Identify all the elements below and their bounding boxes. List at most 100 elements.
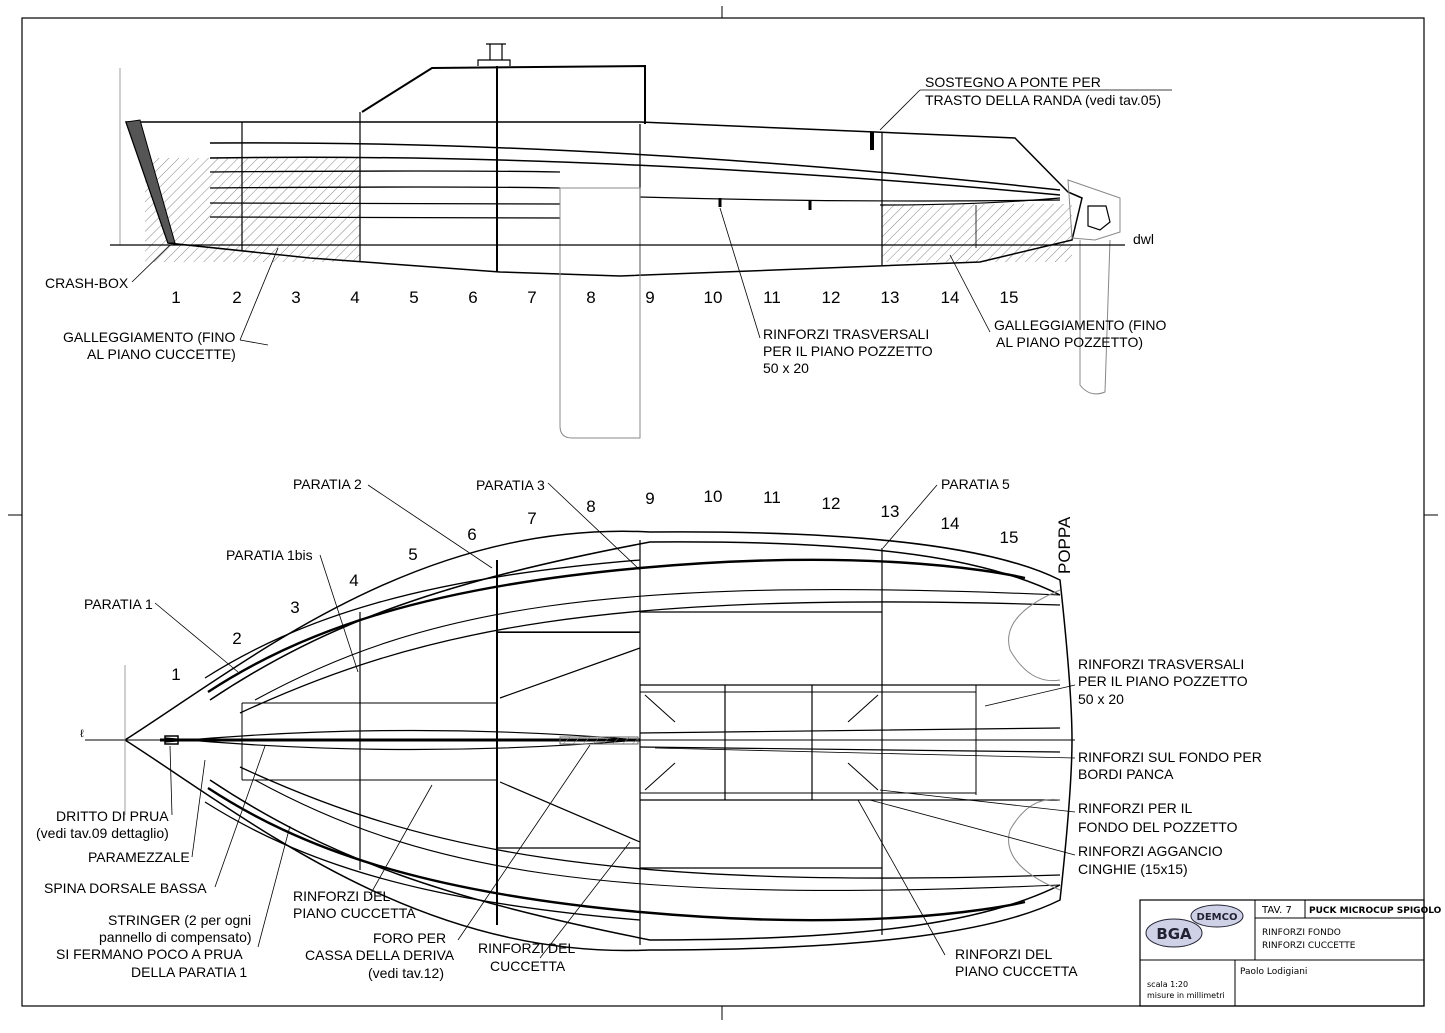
plan-leaders: [154, 482, 1076, 959]
paramezzale-label: PARAMEZZALE: [88, 849, 190, 865]
transom-bracket: [1067, 179, 1121, 241]
side-station-4: 4: [350, 288, 359, 307]
side-station-1: 1: [171, 288, 180, 307]
author-name: Paolo Lodigiani: [1240, 967, 1307, 977]
plan-station-15: 15: [1000, 528, 1019, 547]
spina-dorsale-label: SPINA DORSALE BASSA: [44, 880, 207, 896]
side-rinforzi-trasversali-line3: 50 x 20: [763, 360, 809, 376]
side-station-10: 10: [704, 288, 723, 307]
foro-per-line3: (vedi tav.12): [368, 965, 444, 981]
stringer-line4: DELLA PARATIA 1: [131, 964, 247, 980]
side-view: [110, 43, 1172, 439]
side-leaders: [131, 89, 1172, 346]
plan-view-labels: 1 2 3 4 5 6 7 8 9 10 11 12 13 14 15 ℓ PO…: [36, 476, 1262, 981]
galleggiamento-cuccette-line1: GALLEGGIAMENTO (FINO: [63, 329, 236, 345]
rinforzi-cuccetta-line1: RINFORZI DEL: [478, 940, 575, 956]
plan-station-1: 1: [171, 665, 180, 684]
rinforzi-aggancio-line2: CINGHIE (15x15): [1078, 861, 1188, 877]
plan-station-13: 13: [881, 502, 900, 521]
plan-rinforzi-trasversali-line3: 50 x 20: [1078, 691, 1124, 707]
galleggiamento-pozzetto-line2: AL PIANO POZZETTO): [996, 334, 1143, 350]
galleggiamento-cuccette-line2: AL PIANO CUCCETTE): [87, 346, 236, 362]
title-block: DEMCO BGA TAV. 7 PUCK MICROCUP SPIGOLO R…: [1139, 899, 1442, 1007]
side-station-15: 15: [1000, 288, 1019, 307]
sheet-border: [8, 6, 1438, 1020]
plan-station-4: 4: [349, 571, 358, 590]
galleggiamento-pozzetto-line1: GALLEGGIAMENTO (FINO: [994, 317, 1167, 333]
logo-top: DEMCO: [1197, 912, 1238, 923]
rinforzi-piano-cuccetta-left-line2: PIANO CUCCETTA: [293, 905, 416, 921]
plan-station-2: 2: [232, 629, 241, 648]
plan-station-10: 10: [704, 487, 723, 506]
rinforzi-fondo-pozzetto-line1: RINFORZI PER IL: [1078, 800, 1193, 816]
plan-station-6: 6: [467, 525, 476, 544]
mast-step: [486, 43, 506, 60]
rinforzi-fondo-panca-line1: RINFORZI SUL FONDO PER: [1078, 749, 1262, 765]
paratia-5-label: PARATIA 5: [941, 476, 1010, 492]
sostegno-line1: SOSTEGNO A PONTE PER: [925, 74, 1101, 90]
paratia-2-label: PARATIA 2: [293, 476, 362, 492]
plan-station-12: 12: [822, 494, 841, 513]
scale-line1: scala 1:20: [1147, 980, 1188, 989]
dritto-di-prua-line2: (vedi tav.09 dettaglio): [36, 825, 169, 841]
poppa-label: POPPA: [1055, 516, 1074, 574]
plan-station-7: 7: [527, 509, 536, 528]
side-station-12: 12: [822, 288, 841, 307]
paratia-3-label: PARATIA 3: [476, 477, 545, 493]
rinforzi-fondo-pozzetto-line2: FONDO DEL POZZETTO: [1078, 819, 1238, 835]
rinforzi-fondo-panca-line2: BORDI PANCA: [1078, 766, 1174, 782]
hull-profile: [124, 121, 1083, 277]
side-station-11: 11: [763, 288, 781, 307]
hatch-aft: [882, 204, 1072, 262]
side-station-13: 13: [881, 288, 900, 307]
paratia-1-label: PARATIA 1: [84, 596, 153, 612]
centerline-symbol: ℓ: [80, 728, 84, 740]
side-station-2: 2: [232, 288, 241, 307]
logo-main: BGA: [1156, 925, 1192, 943]
side-station-3: 3: [291, 288, 300, 307]
rinforzi-piano-cuccetta-right-line2: PIANO CUCCETTA: [955, 963, 1078, 979]
plan-station-5: 5: [408, 545, 417, 564]
plan-station-14: 14: [941, 514, 960, 533]
scale-line2: misure in millimetri: [1147, 991, 1225, 1000]
side-station-6: 6: [468, 288, 477, 307]
foro-per-line2: CASSA DELLA DERIVA: [305, 947, 455, 963]
plan-station-3: 3: [290, 598, 299, 617]
subject-line1: RINFORZI FONDO: [1262, 928, 1341, 938]
side-station-8: 8: [586, 288, 595, 307]
project-name: PUCK MICROCUP SPIGOLO: [1309, 906, 1442, 916]
rinforzi-aggancio-line1: RINFORZI AGGANCIO: [1078, 843, 1223, 859]
foro-per-line1: FORO PER: [373, 930, 446, 946]
side-station-5: 5: [409, 288, 418, 307]
stringer-line2: pannello di compensato): [99, 929, 252, 945]
dritto-di-prua-line1: DRITTO DI PRUA: [56, 808, 169, 824]
plan-view: [85, 482, 1076, 959]
stringer-line3: SI FERMANO POCO A PRUA: [56, 946, 243, 962]
rinforzi-piano-cuccetta-left-line1: RINFORZI DEL: [293, 888, 390, 904]
rinforzi-piano-cuccetta-right-line1: RINFORZI DEL: [955, 946, 1052, 962]
sostegno-line2: TRASTO DELLA RANDA (vedi tav.05): [925, 92, 1161, 108]
paratia-1bis-label: PARATIA 1bis: [226, 547, 313, 563]
side-station-14: 14: [941, 288, 960, 307]
plan-rinforzi-trasversali-line2: PER IL PIANO POZZETTO: [1078, 673, 1248, 689]
side-station-7: 7: [527, 288, 536, 307]
centreboard-slot: [559, 736, 639, 745]
side-rinforzi-trasversali-line2: PER IL PIANO POZZETTO: [763, 343, 933, 359]
hatch-fwd: [145, 158, 360, 262]
rinforzi-cuccetta-line2: CUCCETTA: [490, 958, 566, 974]
plan-station-11: 11: [763, 488, 781, 507]
plan-station-9: 9: [645, 489, 654, 508]
tav-number: TAV. 7: [1261, 905, 1292, 916]
side-station-9: 9: [645, 288, 654, 307]
subject-line2: RINFORZI CUCCETTE: [1262, 941, 1356, 951]
dwl-label: dwl: [1133, 231, 1154, 247]
cabin-roof: [361, 64, 646, 124]
keel-fin: [559, 187, 641, 439]
side-view-labels: 1 2 3 4 5 6 7 8 9 10 11 12 13 14 15 dwl …: [45, 74, 1167, 376]
plan-rinforzi-trasversali-line1: RINFORZI TRASVERSALI: [1078, 656, 1244, 672]
crash-box-label: CRASH-BOX: [45, 275, 129, 291]
bga-demco-logo: DEMCO BGA: [1145, 904, 1244, 948]
rudder: [1079, 239, 1111, 395]
